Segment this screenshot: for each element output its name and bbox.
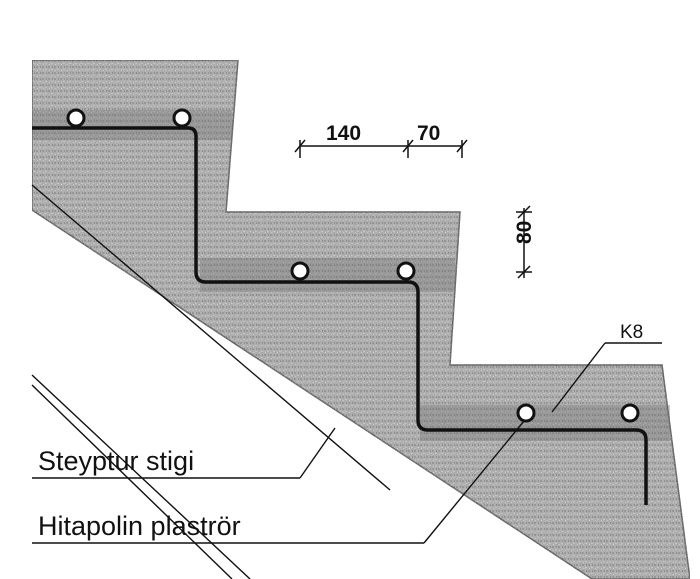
rebar-point <box>290 261 310 281</box>
label-leaders <box>32 420 525 544</box>
vertical-dimension <box>516 205 532 279</box>
soffit-lines <box>31 184 391 579</box>
tube-label: Hitapolin plaströr <box>38 511 241 541</box>
dim-gap-label: 70 <box>417 122 440 145</box>
rebar-point <box>516 403 536 423</box>
dim-tread-label: 140 <box>326 122 361 145</box>
stair-label: Steyptur stigi <box>38 446 194 476</box>
rebar-leader <box>551 342 662 413</box>
rebar-point <box>172 108 192 128</box>
rebar-points <box>66 108 640 423</box>
rebar-point <box>620 403 640 423</box>
rebar-point <box>66 108 86 128</box>
rebar-point <box>396 261 416 281</box>
horizontal-dimension <box>294 139 468 158</box>
rebar-tag: K8 <box>620 322 643 343</box>
dim-rise-label: 80 <box>513 221 536 244</box>
heating-tube <box>32 126 648 505</box>
